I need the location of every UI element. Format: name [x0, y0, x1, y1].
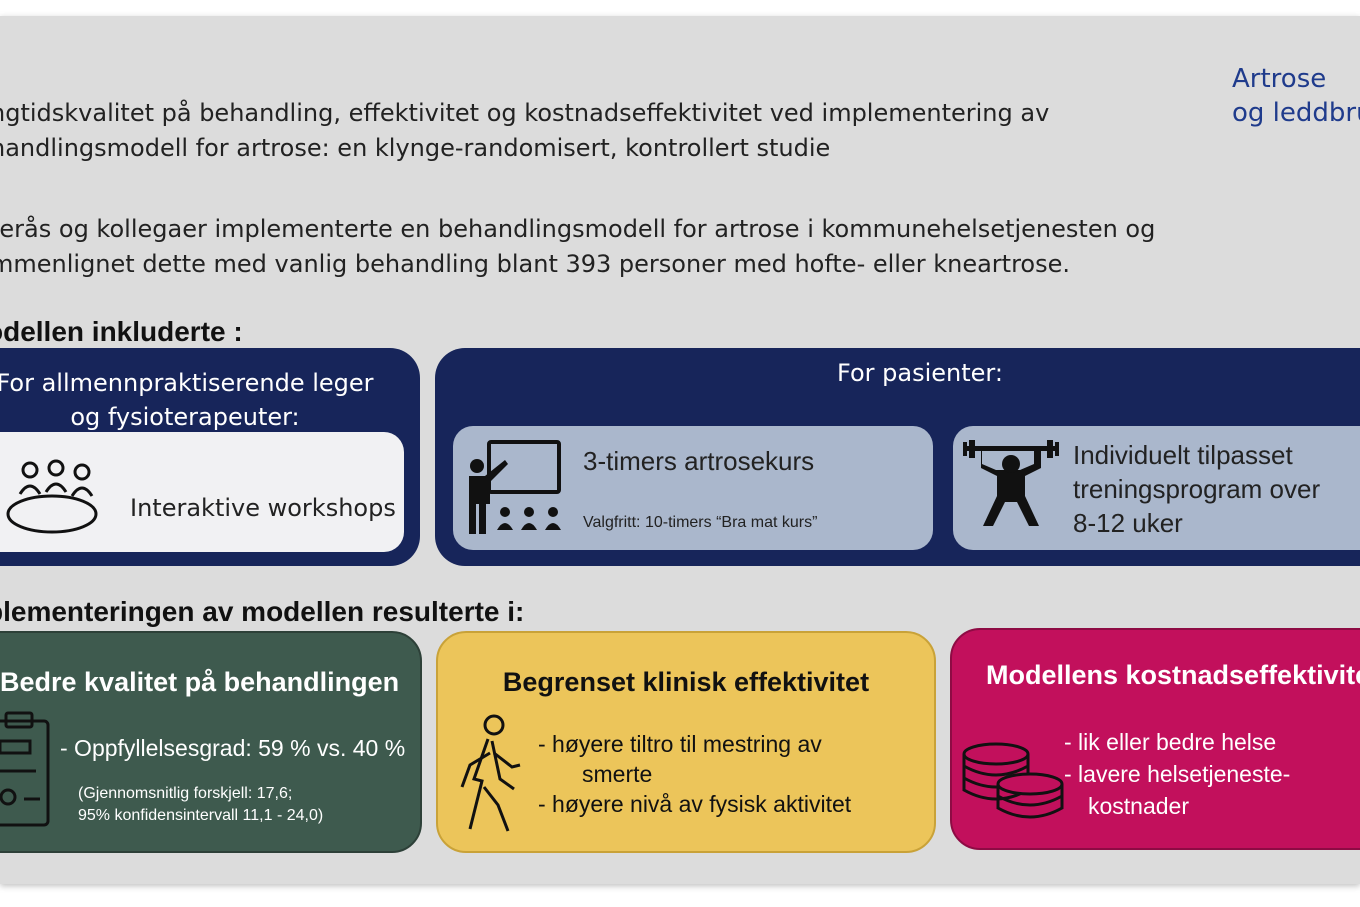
- cost-result-card: Modellens kostnadseffektivite - lik elle…: [950, 628, 1360, 850]
- walking-person-icon: [460, 714, 521, 832]
- training-card: Individuelt tilpasset treningsprogram ov…: [953, 426, 1360, 550]
- checklist-clipboard-icon: [0, 711, 50, 827]
- description-line-2: mmenlignet dette med vanlig behandling b…: [0, 250, 1070, 278]
- clinicians-panel: For allmennpraktiserende leger og fysiot…: [0, 348, 420, 566]
- infographic-slide: Artrose og leddbru ngtidskvalitet på beh…: [0, 16, 1360, 884]
- workshops-label: Interaktive workshops: [130, 494, 396, 522]
- title-line-2: handlingsmodell for artrose: en klynge-r…: [0, 134, 831, 162]
- clinicians-header-line-1: For allmennpraktiserende leger: [0, 369, 374, 397]
- course-title: 3-timers artrosekurs: [583, 446, 815, 476]
- patients-panel: For pasienter: 3-timers artrosekurs Valg…: [435, 348, 1360, 566]
- clinicians-header-line-2: og fysioterapeuter:: [70, 403, 300, 431]
- model-heading: odellen inkluderte :: [0, 316, 243, 347]
- cost-items: - lik eller bedre helse - lavere helsetj…: [1064, 726, 1290, 822]
- quality-result-card: Bedre kvalitet på behandlingen - Oppfyll…: [0, 631, 422, 853]
- quality-note: (Gjennomsnitlig forskjell: 17,6; 95% kon…: [78, 783, 323, 827]
- training-line-1: Individuelt tilpasset: [1073, 440, 1293, 470]
- quality-note-line-1: (Gjennomsnitlig forskjell: 17,6;: [78, 785, 293, 802]
- teacher-board-icon: [469, 440, 561, 534]
- quality-title: Bedre kvalitet på behandlingen: [0, 667, 400, 697]
- clinical-item-1-line-1: - høyere tiltro til mestring av: [538, 731, 822, 757]
- cost-item-2-line-1: - lavere helsetjeneste-: [1064, 761, 1291, 787]
- quality-item: - Oppfyllelsesgrad: 59 % vs. 40 %: [60, 735, 406, 761]
- brand-line-1: Artrose: [1232, 64, 1327, 94]
- patients-header: For pasienter:: [837, 359, 1003, 387]
- weightlifter-icon: [963, 440, 1059, 526]
- quality-note-line-2: 95% konfidensintervall 11,1 - 24,0): [78, 807, 324, 824]
- title-line-1: ngtidskvalitet på behandling, effektivit…: [0, 99, 1050, 127]
- clinical-item-1-line-2: smerte: [582, 761, 653, 787]
- study-title: ngtidskvalitet på behandling, effektivit…: [0, 96, 1190, 166]
- clinical-item-2: - høyere nivå av fysisk aktivitet: [538, 791, 852, 817]
- cost-item-2-line-2: kostnader: [1088, 793, 1190, 819]
- brand-logo-text: Artrose og leddbru: [1232, 62, 1360, 130]
- coin-stack-icon: [962, 742, 1064, 819]
- cost-title: Modellens kostnadseffektivite: [986, 660, 1360, 690]
- cost-item-1: - lik eller bedre helse: [1064, 729, 1277, 755]
- meeting-table-icon: [6, 459, 98, 534]
- clinical-result-card: Begrenset klinisk effektivitet - høyere …: [436, 631, 936, 853]
- course-note: Valgfritt: 10-timers “Bra mat kurs”: [583, 514, 818, 531]
- clinicians-header: For allmennpraktiserende leger og fysiot…: [0, 366, 380, 434]
- workshops-card: Interaktive workshops: [0, 432, 404, 552]
- clinical-title: Begrenset klinisk effektivitet: [502, 667, 870, 697]
- clinical-items: - høyere tiltro til mestring av smerte -…: [538, 729, 851, 819]
- training-text: Individuelt tilpasset treningsprogram ov…: [1073, 438, 1320, 540]
- description-line-1: terås og kollegaer implementerte en beha…: [0, 215, 1156, 243]
- study-description: terås og kollegaer implementerte en beha…: [0, 212, 1190, 282]
- results-heading: plementeringen av modellen resulterte i:: [0, 596, 525, 627]
- course-card: 3-timers artrosekurs Valgfritt: 10-timer…: [453, 426, 933, 550]
- training-line-3: 8-12 uker: [1073, 508, 1183, 538]
- training-line-2: treningsprogram over: [1073, 474, 1321, 504]
- brand-line-2: og leddbru: [1232, 98, 1360, 128]
